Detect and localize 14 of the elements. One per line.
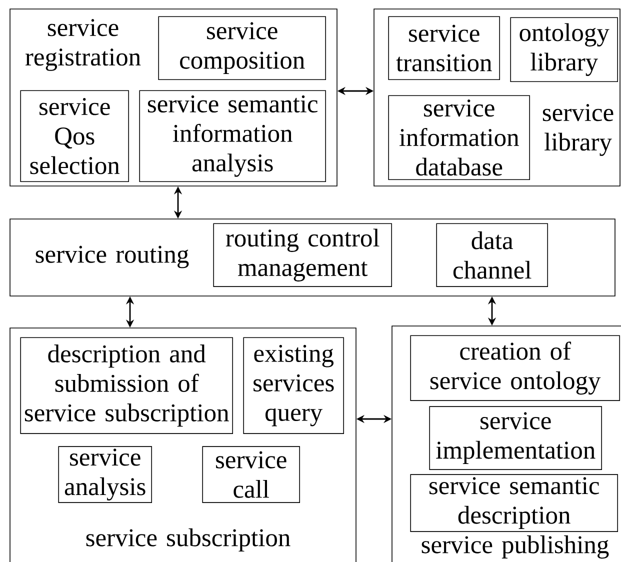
process-box: service composition (158, 16, 326, 80)
process-box: data channel (436, 223, 548, 287)
process-box: service information database (388, 95, 530, 180)
process-box: description and submission of service subscription (20, 337, 233, 434)
process-box: service semantic information analysis (139, 90, 326, 182)
process-box: service transition (388, 16, 500, 80)
process-box: service Qos selection (20, 90, 129, 182)
process-box: service call (202, 446, 300, 503)
process-box: existing services query (243, 337, 344, 434)
process-box: service implementation (429, 406, 602, 470)
process-box: ontology library (510, 17, 618, 82)
process-box: routing control management (213, 223, 392, 287)
process-box: service analysis (58, 446, 152, 503)
process-box: creation of service ontology (410, 335, 620, 401)
